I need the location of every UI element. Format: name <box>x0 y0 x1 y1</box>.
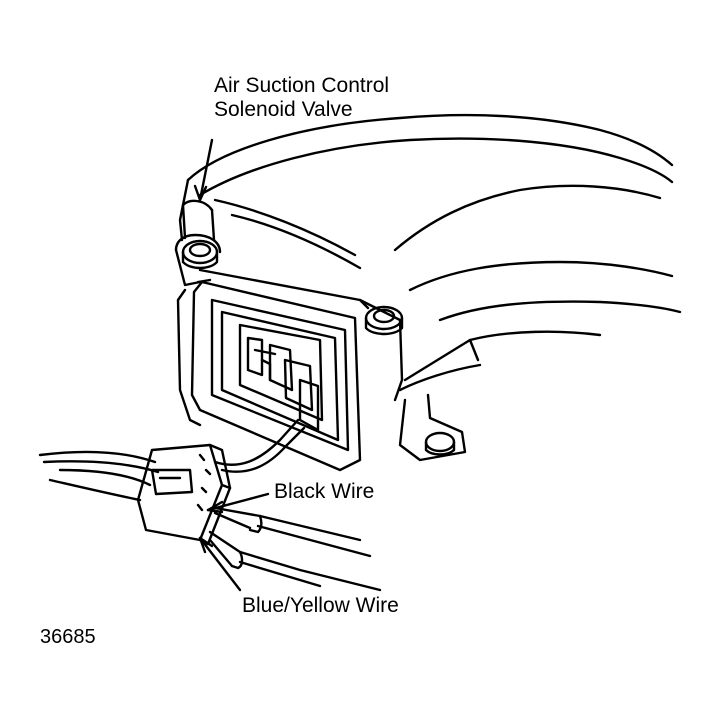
engine-housing <box>180 115 680 460</box>
blue-yellow-wire-label: Blue/Yellow Wire <box>242 594 399 617</box>
wire-leader-lines <box>200 494 268 590</box>
black-wire-label: Black Wire <box>274 480 375 503</box>
figure-number: 36685 <box>40 626 96 648</box>
test-probes <box>210 508 380 590</box>
valve-label-line2: Solenoid Valve <box>214 98 353 121</box>
harness-wires <box>40 420 304 500</box>
valve-leader-line <box>195 140 212 200</box>
solenoid-valve-body <box>176 201 402 470</box>
valve-label-line1: Air Suction Control <box>214 74 390 97</box>
